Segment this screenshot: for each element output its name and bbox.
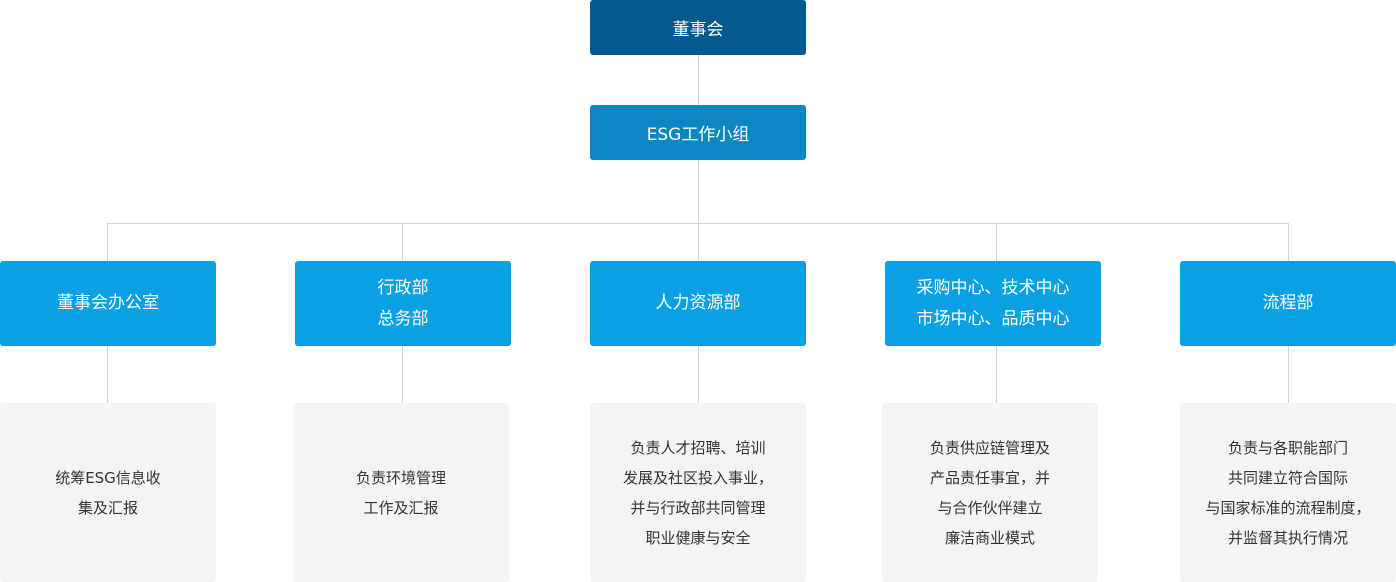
responsibility-text: 发展及社区投入事业， <box>622 468 773 487</box>
responsibility-card-hr: 负责人才招聘、培训 发展及社区投入事业， 并与行政部共同管理 职业健康与安全 <box>590 403 806 582</box>
responsibility-text: 负责环境管理 <box>355 468 446 487</box>
responsibility-text: 共同建立符合国际 <box>1227 468 1348 487</box>
esg-group-node: ESG工作小组 <box>590 105 806 160</box>
responsibility-text: 廉洁商业模式 <box>944 528 1035 547</box>
responsibility-text: 与国家标准的流程制度， <box>1205 498 1371 517</box>
responsibility-text: 并监督其执行情况 <box>1227 528 1348 547</box>
board-node: 董事会 <box>590 0 806 55</box>
connector-dept-desc-4 <box>996 346 997 403</box>
connector-dept-desc-3 <box>698 346 699 403</box>
responsibility-text: 产品责任事宜，并 <box>929 468 1050 487</box>
connector-drop-dept-3 <box>698 223 699 261</box>
department-label: 行政部 <box>377 277 429 298</box>
department-label: 采购中心、技术中心 <box>916 277 1070 298</box>
connector-drop-dept-4 <box>996 223 997 261</box>
department-node-procurement-tech-market-quality: 采购中心、技术中心 市场中心、品质中心 <box>885 261 1101 346</box>
responsibility-card-admin: 负责环境管理 工作及汇报 <box>293 403 509 582</box>
department-label: 总务部 <box>377 308 429 329</box>
responsibility-text: 负责人才招聘、培训 <box>630 438 766 457</box>
responsibility-text: 集及汇报 <box>77 498 138 517</box>
connector-drop-dept-2 <box>402 223 403 261</box>
board-label: 董事会 <box>672 20 724 40</box>
department-node-board-office: 董事会办公室 <box>0 261 216 346</box>
responsibility-card-board-office: 统筹ESG信息收 集及汇报 <box>0 403 216 582</box>
responsibility-text: 负责供应链管理及 <box>929 438 1050 457</box>
responsibility-text: 负责与各职能部门 <box>1227 438 1348 457</box>
connector-esg-trunk <box>698 160 699 223</box>
department-label: 流程部 <box>1262 293 1314 313</box>
connector-dept-desc-2 <box>402 346 403 403</box>
responsibility-card-procurement: 负责供应链管理及 产品责任事宜，并 与合作伙伴建立 廉洁商业模式 <box>882 403 1098 582</box>
responsibility-text: 职业健康与安全 <box>645 528 751 547</box>
department-label: 董事会办公室 <box>57 293 159 313</box>
connector-dept-desc-1 <box>107 346 108 403</box>
department-label: 人力资源部 <box>655 293 741 313</box>
responsibility-text: 与合作伙伴建立 <box>937 498 1043 517</box>
responsibility-text: 并与行政部共同管理 <box>630 498 766 517</box>
responsibility-card-process: 负责与各职能部门 共同建立符合国际 与国家标准的流程制度， 并监督其执行情况 <box>1180 403 1396 582</box>
connector-drop-dept-5 <box>1288 223 1289 261</box>
department-node-admin: 行政部 总务部 <box>295 261 511 346</box>
department-node-process: 流程部 <box>1180 261 1396 346</box>
department-node-hr: 人力资源部 <box>590 261 806 346</box>
responsibility-text: 统筹ESG信息收 <box>55 468 161 487</box>
connector-drop-dept-1 <box>107 223 108 261</box>
connector-board-esg <box>698 55 699 105</box>
connector-dept-desc-5 <box>1288 346 1289 403</box>
responsibility-text: 工作及汇报 <box>363 498 439 517</box>
esg-group-label: ESG工作小组 <box>646 125 750 145</box>
department-label: 市场中心、品质中心 <box>916 308 1070 329</box>
